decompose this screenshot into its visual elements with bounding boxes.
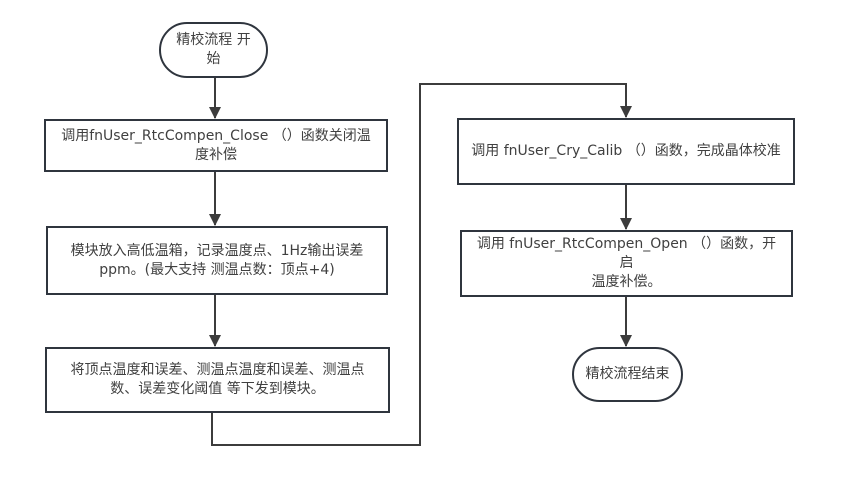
process-node-rtccompen-close: 调用fnUser_RtcCompen_Close （）函数关闭温 度补偿 (44, 119, 388, 172)
end-terminator-node: 精校流程结束 (572, 347, 683, 402)
process-node-send-params: 将顶点温度和误差、测温点温度和误差、测温点 数、误差变化阈值 等下发到模块。 (45, 347, 390, 413)
start-terminator-node: 精校流程 开 始 (159, 22, 268, 78)
process-node-cry-calib: 调用 fnUser_Cry_Calib （）函数，完成晶体校准 (457, 118, 795, 185)
process-node-temperature-chamber: 模块放入高低温箱，记录温度点、1Hz输出误差 ppm。(最大支持 测温点数：顶点… (46, 226, 388, 295)
process-node-rtccompen-open: 调用 fnUser_RtcCompen_Open （）函数，开启 温度补偿。 (460, 230, 793, 297)
connector-step3-step4 (211, 83, 632, 446)
